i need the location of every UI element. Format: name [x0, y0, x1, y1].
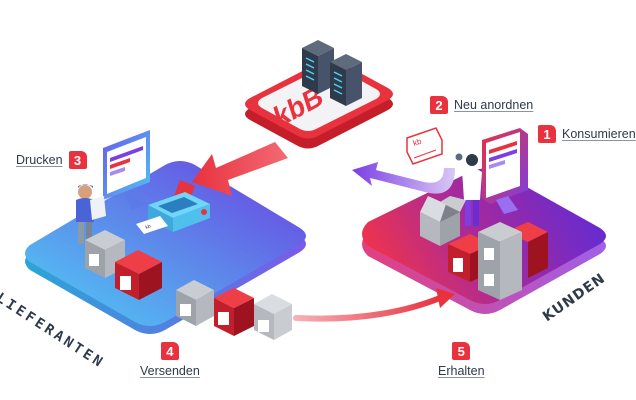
step-number-badge: 3: [68, 151, 87, 169]
step-link-print[interactable]: Drucken: [16, 153, 63, 167]
step-number-badge: 1: [538, 125, 556, 143]
svg-text:kb: kb: [412, 137, 423, 148]
arrow-shipment: [293, 295, 443, 322]
customer-person: [455, 153, 482, 226]
step-link-consume[interactable]: Konsumieren: [562, 127, 636, 141]
arrow-to-printer: [192, 142, 288, 196]
arrow-shipment-head: [436, 288, 455, 308]
step-print[interactable]: Drucken 3: [16, 151, 87, 169]
supplier-worker: [76, 184, 106, 244]
arrow-reorder: [352, 162, 455, 194]
step-number-badge: 4: [160, 342, 179, 360]
step-consume[interactable]: 1 Konsumieren: [538, 125, 636, 143]
server-racks: [302, 40, 362, 106]
customer-boxes: [448, 222, 548, 300]
step-link-receive[interactable]: Erhalten: [438, 364, 485, 378]
supplier-boxes: [85, 230, 162, 300]
open-box: [420, 196, 466, 246]
step-number-badge: 5: [452, 342, 471, 360]
step-ship[interactable]: 4 Versenden: [140, 342, 200, 378]
supplier-platform: [25, 161, 306, 334]
customer-monitor: [482, 128, 528, 214]
step-receive[interactable]: 5 Erhalten: [438, 342, 485, 378]
shipping-boxes: [176, 280, 292, 340]
step-link-ship[interactable]: Versenden: [140, 364, 200, 378]
step-number-badge: 2: [430, 96, 448, 114]
printer: kb: [136, 180, 210, 234]
label-tag: kb: [406, 127, 443, 165]
step-reorder[interactable]: 2 Neu anordnen: [430, 96, 533, 114]
step-link-reorder[interactable]: Neu anordnen: [454, 98, 534, 112]
svg-text:kb: kb: [145, 223, 152, 230]
supplier-monitor: [103, 130, 150, 210]
